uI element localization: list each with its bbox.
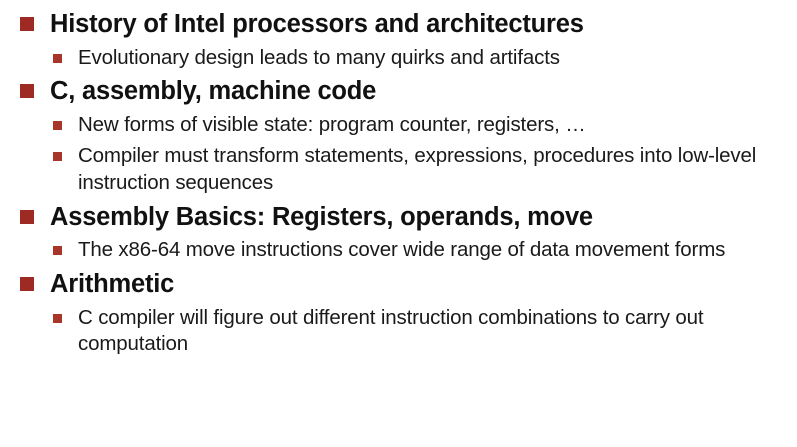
- list-item: Evolutionary design leads to many quirks…: [10, 45, 787, 72]
- section-heading: C, assembly, machine code: [50, 77, 377, 106]
- section-heading-row: History of Intel processors and architec…: [10, 10, 787, 40]
- sub-bullet-text: Evolutionary design leads to many quirks…: [78, 45, 560, 69]
- small-square-bullet-icon: [53, 152, 62, 162]
- section-heading-row: C, assembly, machine code: [10, 77, 787, 107]
- small-square-bullet-icon: [53, 53, 62, 63]
- sub-bullet-text: New forms of visible state: program coun…: [78, 112, 586, 136]
- section-heading-row: Arithmetic: [10, 270, 787, 300]
- sub-bullet-list: C compiler will figure out different ins…: [10, 305, 787, 358]
- outline-section: Arithmetic C compiler will figure out di…: [10, 270, 787, 358]
- sub-bullet-text: C compiler will figure out different ins…: [78, 305, 704, 356]
- outline-list: History of Intel processors and architec…: [10, 10, 787, 358]
- square-bullet-icon: [20, 17, 34, 31]
- list-item: The x86-64 move instructions cover wide …: [10, 237, 787, 264]
- small-square-bullet-icon: [53, 246, 62, 256]
- list-item: C compiler will figure out different ins…: [10, 305, 787, 358]
- section-heading: Assembly Basics: Registers, operands, mo…: [50, 202, 593, 231]
- section-heading: Arithmetic: [50, 269, 175, 298]
- outline-section: Assembly Basics: Registers, operands, mo…: [10, 203, 787, 264]
- list-item: Compiler must transform statements, expr…: [10, 143, 787, 196]
- small-square-bullet-icon: [53, 313, 62, 323]
- section-heading: History of Intel processors and architec…: [50, 10, 584, 38]
- outline-section: History of Intel processors and architec…: [10, 10, 787, 71]
- sub-bullet-list: The x86-64 move instructions cover wide …: [10, 237, 787, 264]
- square-bullet-icon: [20, 209, 34, 224]
- small-square-bullet-icon: [53, 120, 62, 130]
- sub-bullet-text: The x86-64 move instructions cover wide …: [78, 238, 726, 262]
- sub-bullet-list: New forms of visible state: program coun…: [10, 112, 787, 197]
- outline-section: C, assembly, machine code New forms of v…: [10, 77, 787, 197]
- sub-bullet-list: Evolutionary design leads to many quirks…: [10, 45, 787, 72]
- sub-bullet-text: Compiler must transform statements, expr…: [78, 144, 757, 195]
- section-heading-row: Assembly Basics: Registers, operands, mo…: [10, 203, 787, 233]
- square-bullet-icon: [20, 84, 34, 99]
- square-bullet-icon: [20, 276, 34, 291]
- list-item: New forms of visible state: program coun…: [10, 112, 787, 139]
